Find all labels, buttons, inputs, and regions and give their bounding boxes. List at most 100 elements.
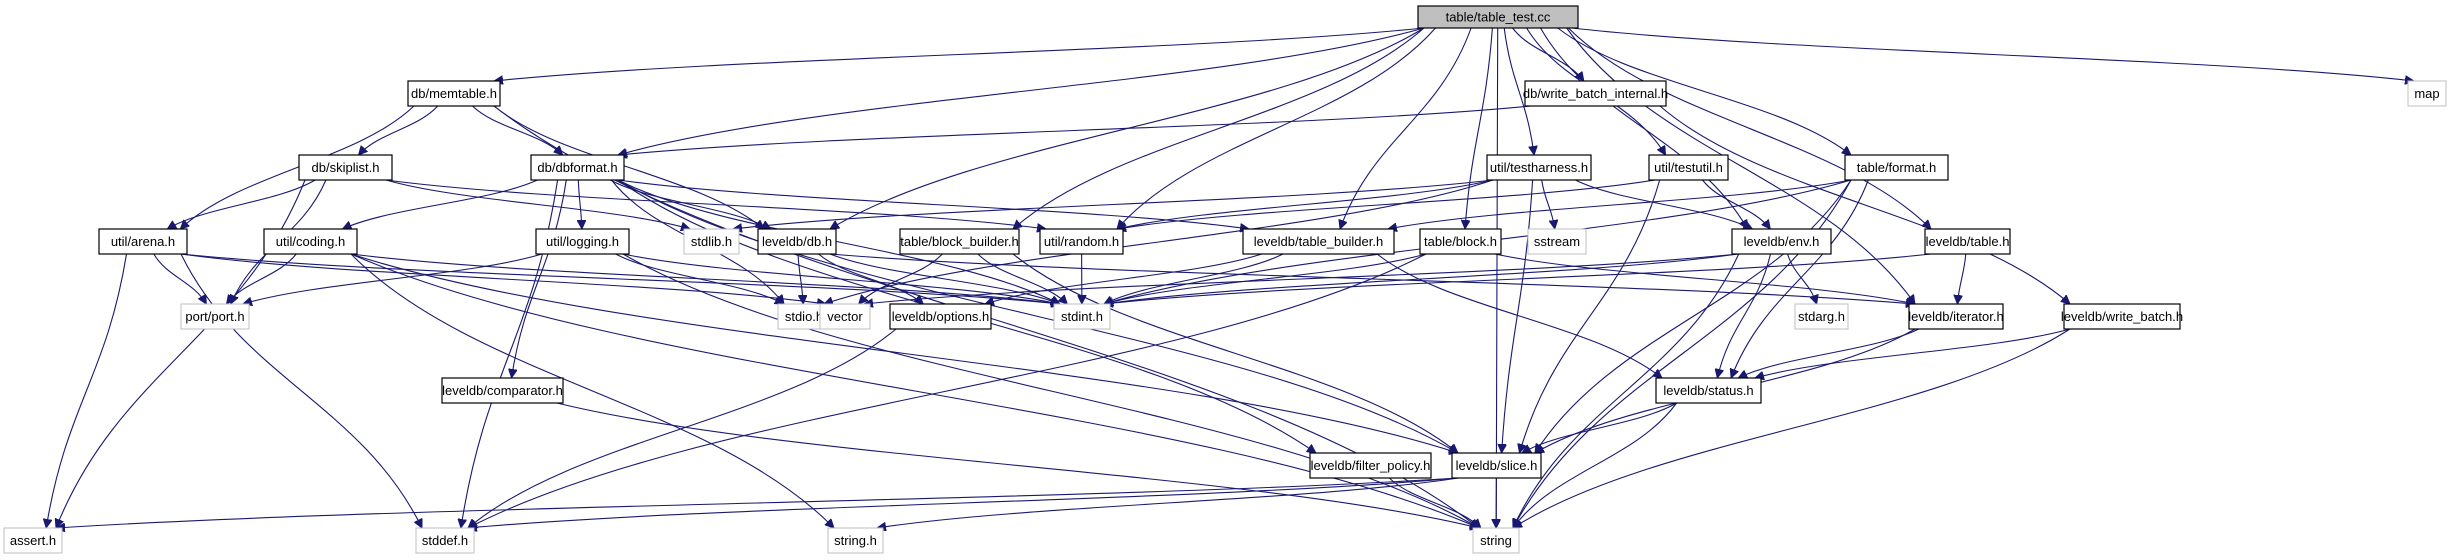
node-label: leveldb/env.h: [1744, 234, 1820, 249]
edge-table-builder-to-options: [985, 253, 1262, 304]
node-logging[interactable]: util/logging.h: [535, 228, 630, 255]
edge-testutil-to-random: [1117, 179, 1656, 229]
node-iterator[interactable]: leveldb/iterator.h: [1908, 303, 2004, 330]
edge-table-builder-to-stdint: [1104, 253, 1284, 305]
node-box: [3, 527, 63, 554]
node-format[interactable]: table/format.h: [1844, 154, 1949, 181]
node-arena[interactable]: util/arena.h: [98, 228, 188, 255]
node-memtable[interactable]: db/memtable.h: [407, 80, 501, 107]
node-random[interactable]: util/random.h: [1039, 228, 1124, 255]
edge-block-builder-to-stdint: [977, 253, 1067, 304]
edge-coding-to-slice: [350, 253, 1458, 453]
edge-memtable-to-skiplist: [359, 105, 439, 155]
node-table-builder[interactable]: leveldb/table_builder.h: [1242, 228, 1395, 255]
edge-env-to-stdarg: [1786, 253, 1817, 304]
edge-write-batch-to-string: [1513, 328, 2071, 528]
node-box: [827, 527, 884, 554]
edge-slice-to-stddef: [468, 477, 1459, 528]
node-testutil[interactable]: util/testutil.h: [1648, 154, 1729, 181]
node-box: [535, 228, 630, 255]
edge-block-builder-to-slice: [1012, 253, 1458, 453]
node-coding[interactable]: util/coding.h: [263, 228, 358, 255]
node-label: db/skiplist.h: [312, 160, 380, 175]
edge-db-to-iterator: [829, 253, 1915, 304]
node-label: map: [2414, 86, 2439, 101]
edge-testharness-to-stdio: [824, 179, 1494, 304]
node-box: [530, 154, 625, 181]
node-label: util/testutil.h: [1654, 160, 1723, 175]
edge-iterator-to-status: [1738, 328, 1920, 378]
edge-env-to-status: [1717, 253, 1772, 378]
node-box: [1419, 228, 1502, 255]
node-label: leveldb/options.h: [892, 309, 990, 324]
edge-comparator-to-string: [556, 402, 1479, 528]
node-root[interactable]: table/table_test.cc: [1417, 5, 1579, 29]
node-box: [683, 228, 740, 255]
edge-block-to-stddef: [468, 253, 1427, 529]
node-env[interactable]: leveldb/env.h: [1731, 228, 1832, 255]
node-slice[interactable]: leveldb/slice.h: [1451, 452, 1542, 479]
node-box: [1527, 228, 1587, 255]
edge-root-to-dbformat: [618, 27, 1425, 155]
edge-dbformat-to-slice: [617, 179, 1458, 453]
edge-logging-to-stdint: [622, 253, 1060, 304]
edge-root-to-string: [1496, 27, 1498, 528]
node-comparator[interactable]: leveldb/comparator.h: [441, 377, 564, 404]
node-filter-policy[interactable]: leveldb/filter_policy.h: [1309, 452, 1432, 479]
edge-block-to-iterator: [1494, 253, 1915, 304]
node-label: util/coding.h: [276, 234, 345, 249]
edge-root-to-block-builder: [1013, 27, 1425, 229]
node-options[interactable]: leveldb/options.h: [889, 303, 992, 330]
node-box: [757, 228, 837, 255]
node-label: string.h: [834, 533, 877, 548]
node-dbformat[interactable]: db/dbformat.h: [530, 154, 625, 181]
node-block-builder[interactable]: table/block_builder.h: [899, 228, 1020, 255]
node-box: [263, 228, 358, 255]
node-block[interactable]: table/block.h: [1419, 228, 1502, 255]
edge-root-to-iterator: [1566, 27, 1915, 304]
edge-arena-to-stddef: [180, 253, 422, 528]
node-box: [415, 527, 475, 554]
node-write-batch-internal[interactable]: db/write_batch_internal.h: [1523, 80, 1668, 107]
node-box: [899, 228, 1020, 255]
node-box: [407, 80, 501, 107]
edge-testharness-to-env: [1575, 179, 1752, 230]
node-box: [180, 303, 250, 330]
node-box: [1451, 452, 1542, 479]
node-label: util/testharness.h: [1490, 160, 1588, 175]
edge-testutil-to-env: [1702, 179, 1771, 229]
node-table[interactable]: leveldb/table.h: [1924, 228, 2011, 255]
node-box: [2407, 80, 2447, 107]
node-testharness[interactable]: util/testharness.h: [1486, 154, 1592, 181]
node-box: [1417, 5, 1579, 29]
node-write-batch[interactable]: leveldb/write_batch.h: [2061, 303, 2183, 330]
node-box: [1844, 154, 1949, 181]
node-label: table/block.h: [1424, 234, 1497, 249]
node-string-h: string.h: [827, 527, 884, 554]
edge-dbformat-to-logging: [578, 179, 582, 229]
node-label: vector: [827, 309, 863, 324]
node-label: assert.h: [10, 533, 56, 548]
edge-logging-to-port: [243, 253, 543, 304]
node-label: table/format.h: [1857, 160, 1937, 175]
node-label: leveldb/db.h: [762, 234, 832, 249]
node-status[interactable]: leveldb/status.h: [1655, 377, 1762, 404]
node-skiplist[interactable]: db/skiplist.h: [298, 154, 393, 181]
edge-testharness-to-stdlib: [733, 179, 1494, 229]
node-box: [1242, 228, 1395, 255]
edge-skiplist-to-stdlib: [385, 179, 690, 229]
edge-skiplist-to-random: [385, 179, 1046, 229]
node-box: [1039, 228, 1124, 255]
edge-slice-to-string-h: [877, 477, 1459, 528]
node-label: util/arena.h: [111, 234, 175, 249]
node-label: leveldb/iterator.h: [1908, 309, 2003, 324]
node-box: [441, 377, 564, 404]
node-label: db/write_batch_internal.h: [1523, 86, 1668, 101]
node-label: db/dbformat.h: [537, 160, 617, 175]
node-label: sstream: [1534, 234, 1580, 249]
edge-table-to-stdint: [1104, 253, 1932, 304]
node-db[interactable]: leveldb/db.h: [757, 228, 837, 255]
node-label: leveldb/write_batch.h: [2061, 309, 2183, 324]
node-box: [1924, 228, 2011, 255]
node-box: [889, 303, 992, 330]
